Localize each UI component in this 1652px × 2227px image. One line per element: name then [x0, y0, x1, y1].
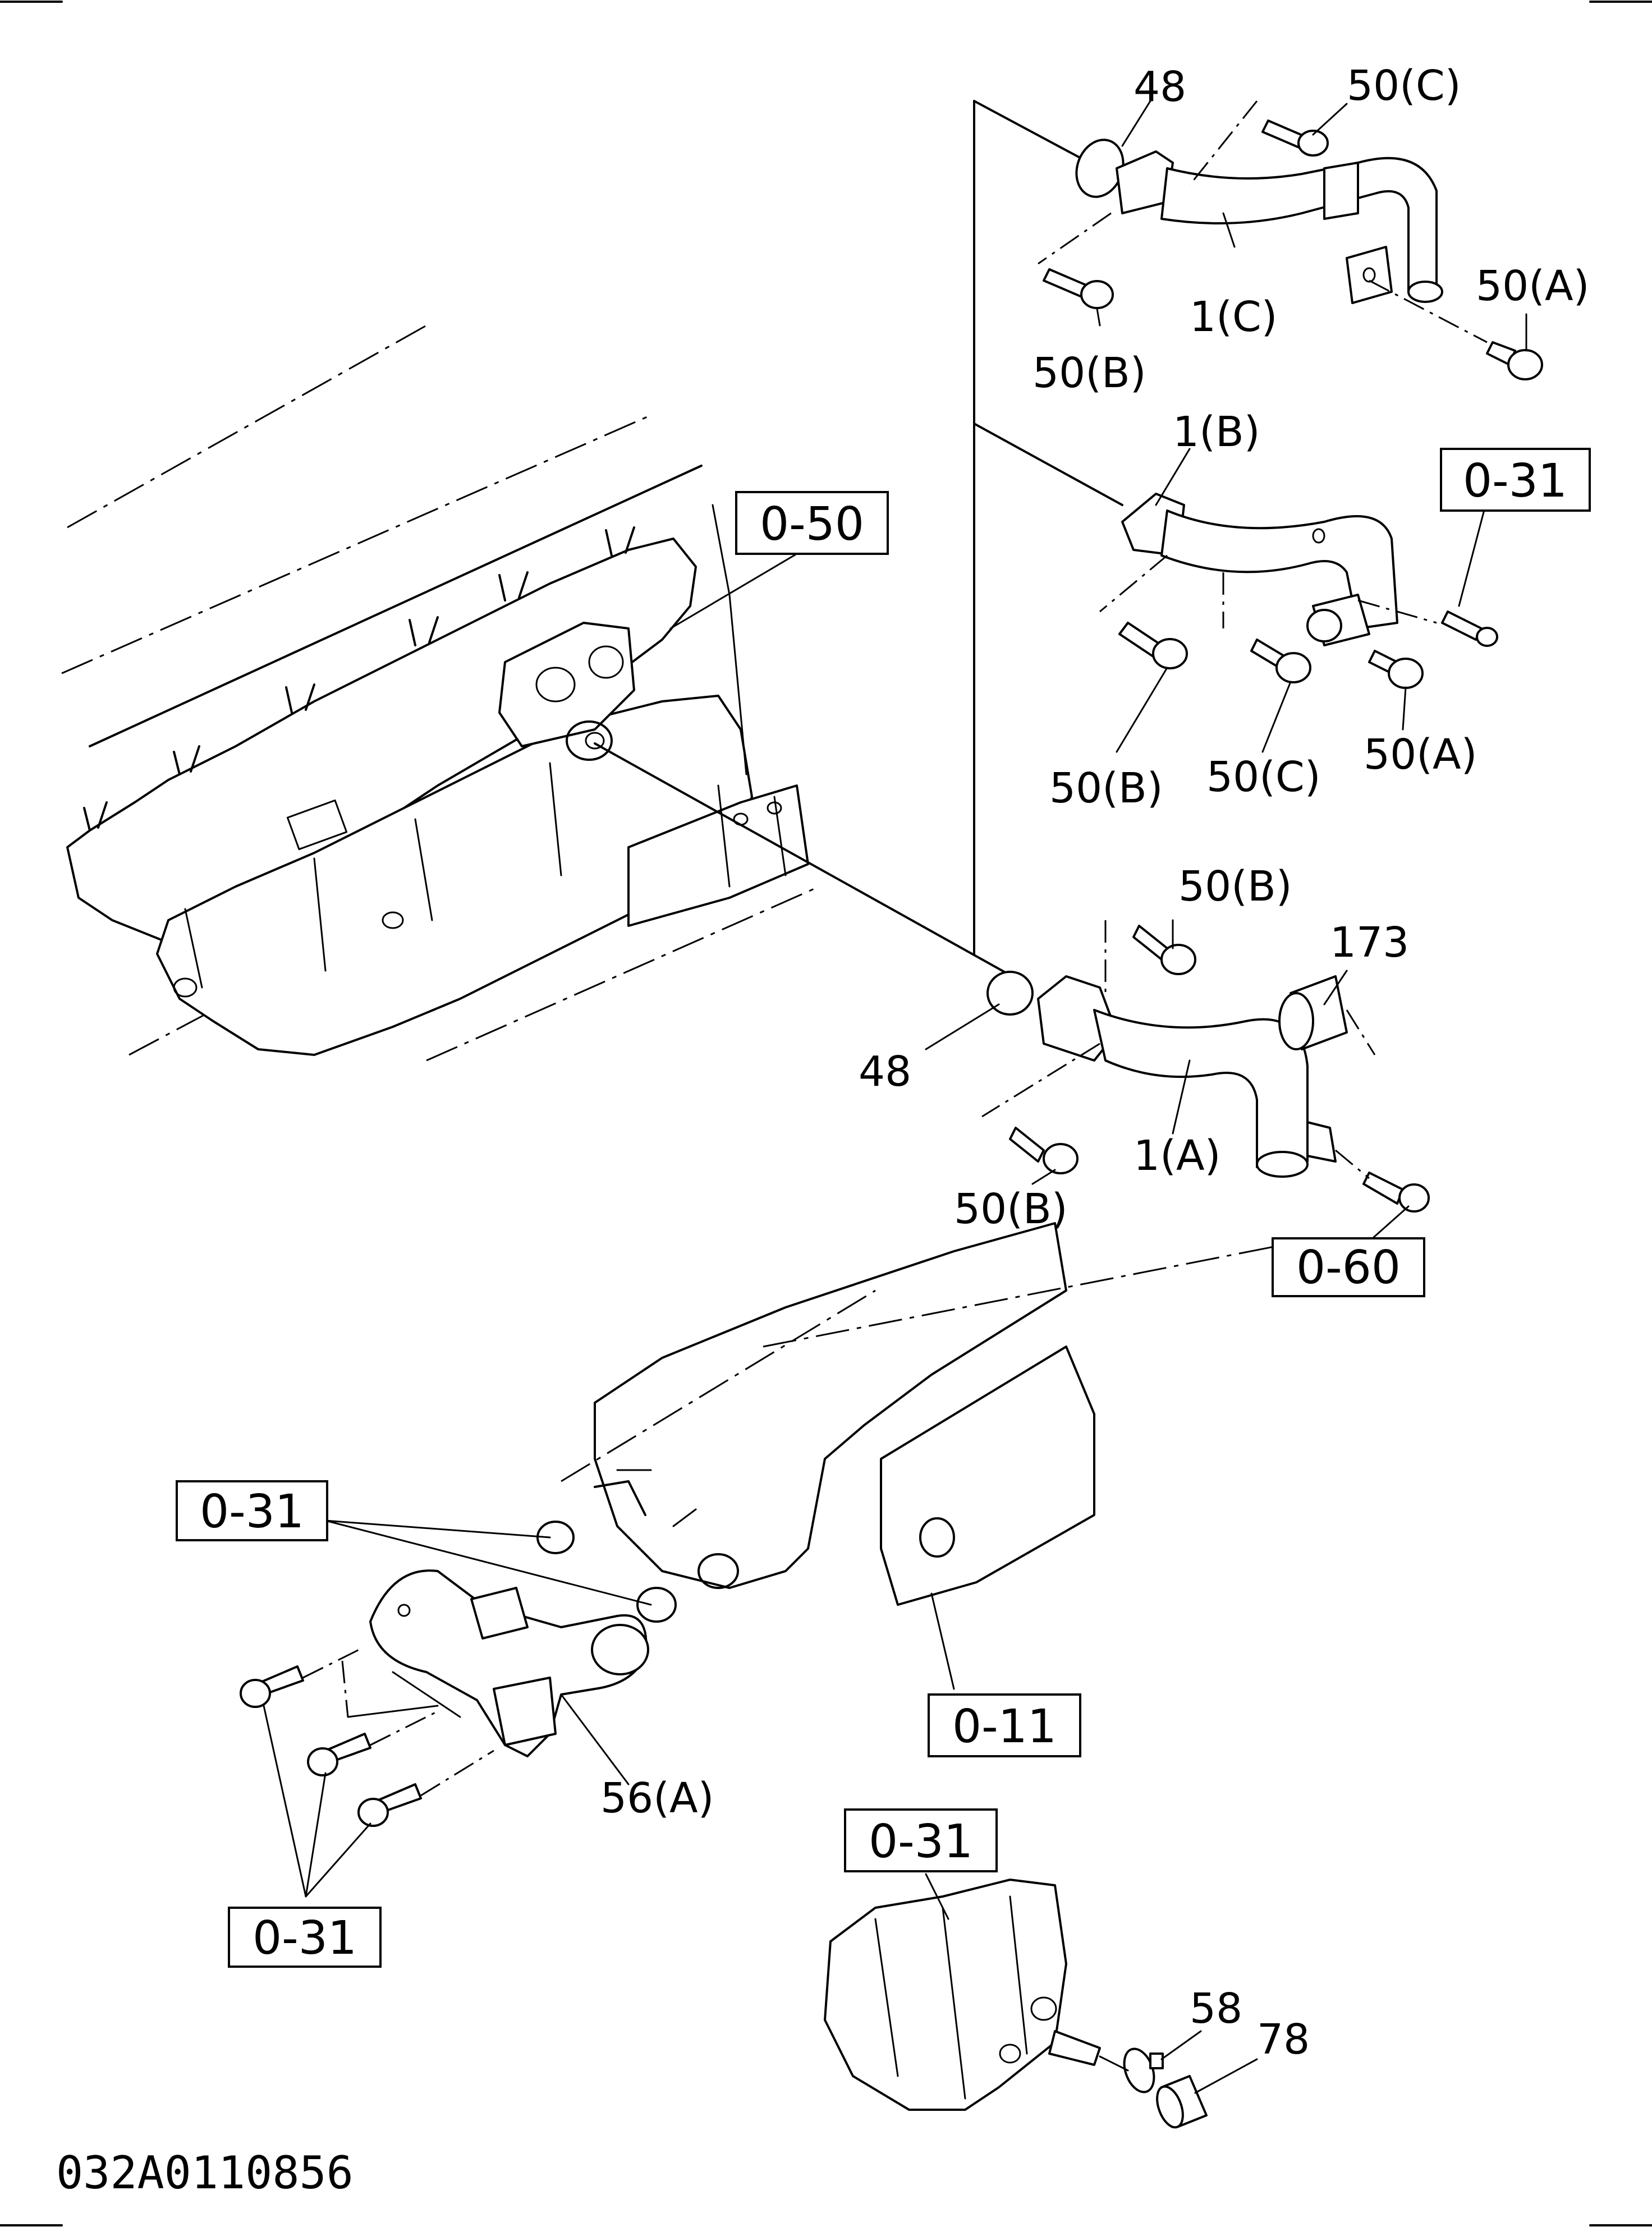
ref-box-0-11: 0-11	[928, 1693, 1081, 1757]
bolt-56a-1	[240, 1665, 304, 1708]
bolt-50b-top	[1043, 268, 1114, 309]
clamp-58	[1123, 2047, 1164, 2093]
pipe-1b-assembly	[1099, 448, 1498, 753]
pipe-56a-assembly	[240, 1519, 955, 1898]
bolt-56a-2	[307, 1733, 371, 1776]
label-1c: 1(C)	[1190, 293, 1278, 341]
label-56a: 56(A)	[600, 1774, 714, 1822]
bolt-56a-3	[357, 1783, 422, 1827]
reference-boxes: 0-50 0-31 0-60 0-31 0-11 0-31 0-31	[176, 448, 1591, 1968]
thermostat-housing-drawing	[824, 1873, 1258, 2129]
label-1b: 1(B)	[1173, 408, 1260, 456]
o-rings	[536, 1521, 677, 1623]
svg-text:0-31: 0-31	[253, 1912, 357, 1965]
label-50b-top: 50(B)	[1032, 349, 1146, 397]
sleeve-173	[1278, 975, 1348, 1050]
ref-box-0-60: 0-60	[1272, 1237, 1425, 1297]
label-50a-mid: 50(A)	[1364, 731, 1477, 779]
bolt-50b-bottom	[1009, 1127, 1079, 1174]
assembly-leaders	[594, 100, 1123, 975]
label-1a: 1(A)	[1134, 1132, 1220, 1180]
bolt-50b-mid	[1118, 622, 1188, 669]
stud-ref-031	[1441, 610, 1498, 647]
svg-text:0-60: 0-60	[1296, 1241, 1401, 1294]
svg-text:0-31: 0-31	[200, 1485, 304, 1539]
svg-text:0-31: 0-31	[869, 1815, 973, 1868]
part-labels: 48 50(C) 50(A) 1(C) 50(B) 1(B) 50(B) 50(…	[600, 62, 1590, 2064]
label-50c-mid: 50(C)	[1206, 753, 1321, 801]
ref-box-0-31-bottom: 0-31	[844, 1808, 998, 1872]
label-78: 78	[1257, 2015, 1310, 2064]
label-50b-low: 50(B)	[1178, 862, 1292, 911]
cylinder-head-drawing	[561, 1222, 1280, 1606]
engine-block-drawing	[61, 324, 820, 1062]
label-48-top: 48	[1134, 63, 1186, 111]
label-50c-top: 50(C)	[1347, 62, 1461, 110]
label-50b-bottom: 50(B)	[954, 1185, 1068, 1233]
ref-box-0-31-top: 0-31	[1440, 448, 1591, 512]
ref-box-0-31-bottom-left: 0-31	[228, 1907, 382, 1968]
label-50a-top: 50(A)	[1476, 262, 1590, 310]
bolt-50c-mid	[1250, 639, 1311, 683]
ref-box-0-50: 0-50	[669, 491, 889, 630]
bolt-50b-low	[1132, 925, 1196, 975]
pipe-1a-assembly	[925, 919, 1430, 1252]
svg-text:0-11: 0-11	[952, 1700, 1057, 1753]
label-48-low: 48	[859, 1048, 911, 1096]
label-173: 173	[1330, 919, 1409, 967]
label-58: 58	[1190, 1985, 1242, 2033]
bolt-ref-060	[1362, 1172, 1430, 1213]
ref-box-0-31-left: 0-31	[176, 1480, 328, 1541]
diagram-id: 032A0110856	[56, 2147, 354, 2199]
bolt-50c-top	[1261, 120, 1329, 157]
manifold-studs	[83, 526, 635, 832]
svg-text:0-31: 0-31	[1463, 454, 1567, 508]
pipe-1c-assembly	[1038, 100, 1543, 380]
bolt-50a-mid	[1368, 650, 1424, 689]
bolt-50a-top	[1486, 341, 1543, 380]
svg-text:0-50: 0-50	[760, 498, 864, 551]
label-50b-mid: 50(B)	[1049, 764, 1163, 812]
hose-78	[1156, 2075, 1208, 2129]
